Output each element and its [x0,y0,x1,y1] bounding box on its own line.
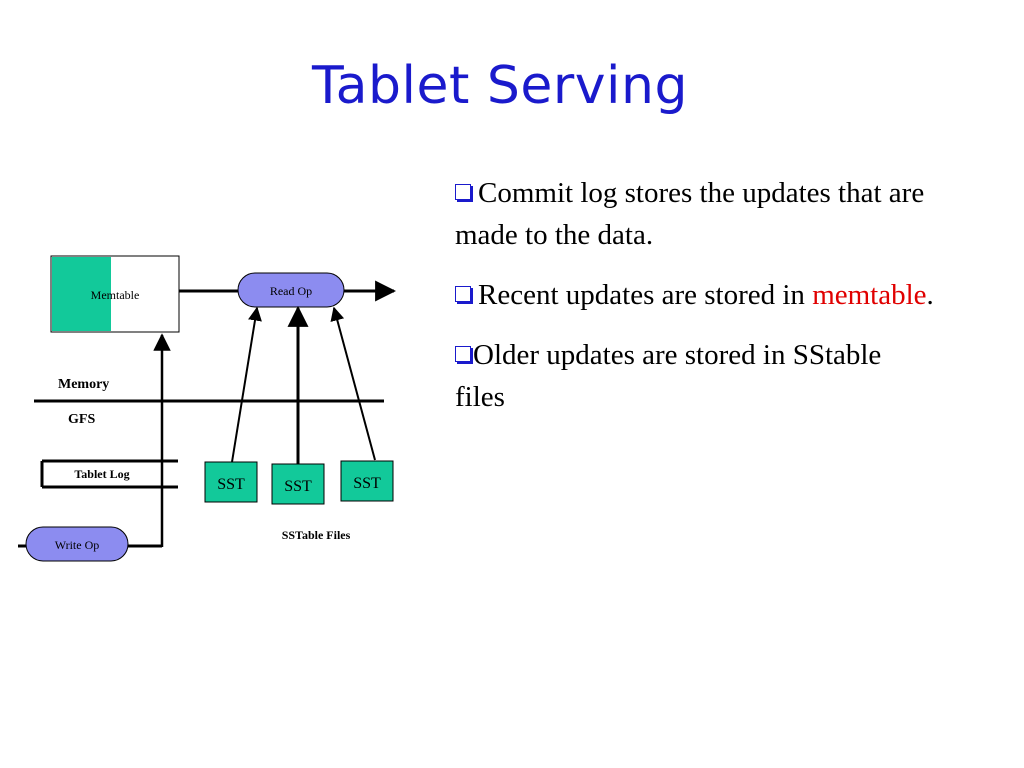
tablet-log-label: Tablet Log [74,467,129,481]
sst-label-2: SST [284,478,312,495]
slide-title: Tablet Serving [312,56,688,116]
tablet-serving-diagram: Memtable Read Op Memory GFS Tablet Log W… [18,255,397,562]
bullet-text: Older updates are stored in SStable file… [455,339,882,413]
tablet-log: Tablet Log [40,459,178,489]
sst1-to-readop-arrow [231,306,262,463]
bullet-text: Commit log stores the updates that are m… [455,177,925,251]
write-op-label: Write Op [55,538,100,552]
sst-box-3: SST [340,460,394,502]
memtable-label: Memtable [91,288,140,302]
bullet-item-sstable: Older updates are stored in SStable file… [455,334,935,418]
sst-box-2: SST [271,463,325,505]
bullet-text-end: . [926,279,934,311]
read-op-oval: Read Op [237,272,345,308]
sst-box-1: SST [204,461,258,503]
bullet-list: Commit log stores the updates that are m… [455,172,935,436]
bullet-item-memtable: Recent updates are stored in memtable. [455,274,935,316]
gfs-label: GFS [68,412,95,427]
checkbox-bullet-icon [455,286,471,302]
sstable-files-label: SSTable Files [282,528,351,542]
bullet-text: Recent updates are stored in [478,279,813,311]
checkbox-bullet-icon [455,346,471,362]
memtable-box: Memtable [50,255,180,333]
write-op-oval: Write Op [25,526,129,562]
read-op-label: Read Op [270,284,312,298]
sst3-to-readop-arrow [330,306,376,461]
sst-label-1: SST [217,476,245,493]
sst-label-3: SST [353,475,381,492]
memtable-highlight: memtable [812,279,927,311]
memory-label: Memory [58,377,109,392]
bullet-item-commit-log: Commit log stores the updates that are m… [455,172,935,256]
checkbox-bullet-icon [455,184,471,200]
